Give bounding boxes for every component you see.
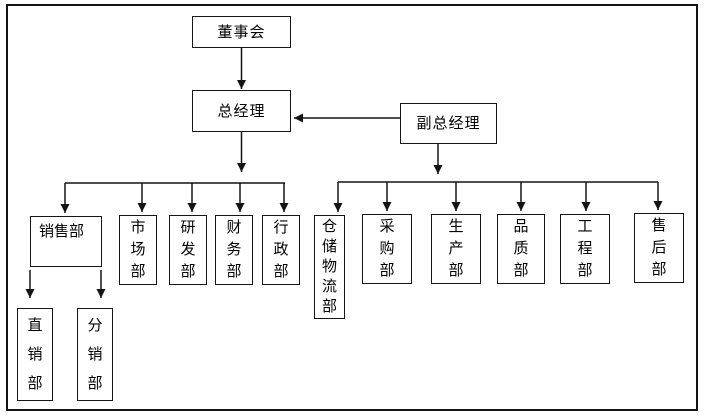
node-purchasing-label: 采购部 [379, 218, 395, 279]
node-admin-label: 行政部 [273, 219, 289, 280]
node-engineering-label: 工程部 [577, 218, 593, 279]
node-finance-dept: 财务部 [215, 215, 253, 285]
node-after-sales-dept: 售后部 [634, 213, 684, 283]
node-rnd-dept: 研发部 [169, 215, 207, 285]
node-quality-label: 品质部 [513, 218, 529, 279]
node-production-dept: 生产部 [431, 214, 481, 284]
node-warehouse-logistics-label: 仓储物流部 [321, 218, 337, 315]
node-board: 董事会 [192, 16, 291, 48]
node-rnd-label: 研发部 [180, 219, 196, 280]
node-distribution-label: 分销部 [87, 317, 103, 392]
node-quality-dept: 品质部 [497, 214, 545, 284]
node-after-sales-label: 售后部 [651, 217, 667, 278]
node-finance-label: 财务部 [226, 219, 242, 280]
node-general-manager-label: 总经理 [217, 102, 266, 120]
node-board-label: 董事会 [217, 23, 266, 41]
node-marketing-dept: 市场部 [119, 215, 157, 285]
node-sales-dept: 销售部 [30, 216, 102, 267]
node-purchasing-dept: 采购部 [362, 214, 412, 284]
node-direct-sales-dept: 直销部 [17, 308, 53, 401]
node-direct-sales-label: 直销部 [27, 317, 43, 392]
node-deputy-general-manager-label: 副总经理 [416, 115, 481, 132]
node-marketing-label: 市场部 [130, 219, 146, 280]
node-production-label: 生产部 [448, 218, 464, 279]
node-admin-dept: 行政部 [262, 215, 300, 285]
node-sales-label: 销售部 [39, 223, 85, 240]
node-deputy-general-manager: 副总经理 [400, 103, 497, 144]
node-engineering-dept: 工程部 [560, 214, 610, 284]
node-warehouse-logistics-dept: 仓储物流部 [314, 215, 345, 319]
node-general-manager: 总经理 [192, 90, 291, 132]
node-distribution-dept: 分销部 [77, 308, 113, 401]
